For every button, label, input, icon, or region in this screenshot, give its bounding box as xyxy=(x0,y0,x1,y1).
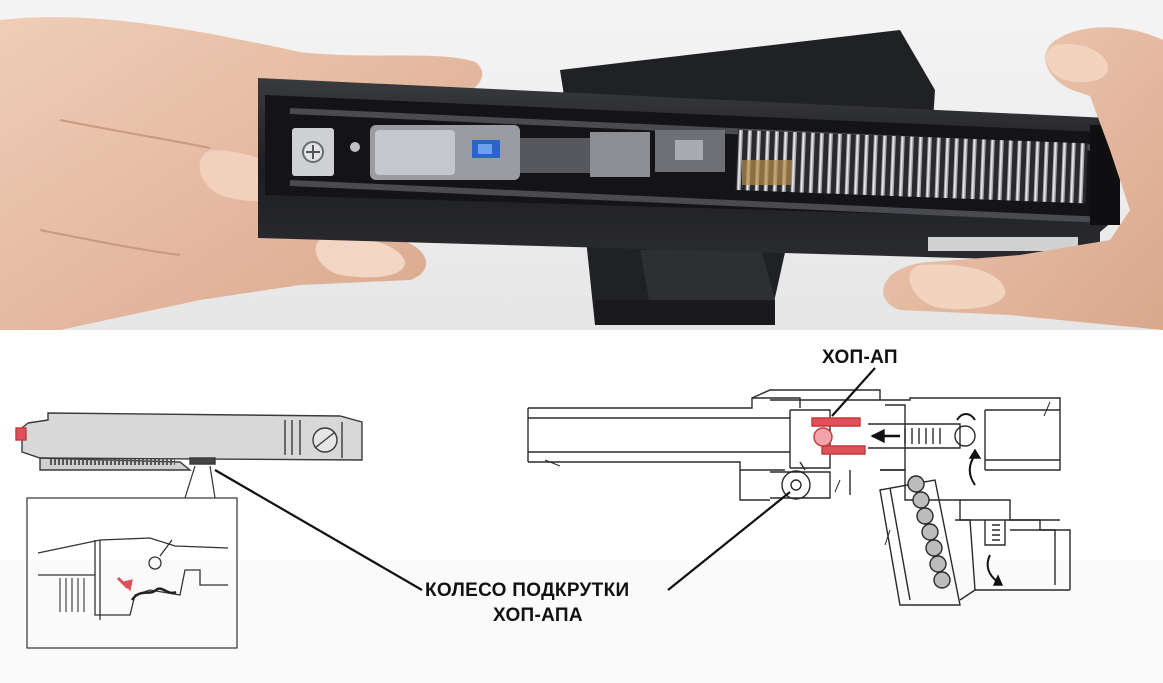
label-pointers xyxy=(214,367,876,591)
slide-photo xyxy=(0,0,1163,330)
hopup-wheel-label-line1: КОЛЕСО ПОДКРУТКИ xyxy=(425,580,630,601)
hopup-wheel-label-line2: ХОП-АПА xyxy=(493,605,583,626)
hopup-mechanism-cutaway xyxy=(527,389,1071,606)
hopup-label: ХОП-АП xyxy=(822,347,898,368)
schematic-panel xyxy=(0,330,1163,683)
pistol-slide xyxy=(258,78,1120,262)
right-hand xyxy=(883,27,1163,330)
hopup-wheel-detail xyxy=(37,537,229,620)
slide-side-view xyxy=(15,412,363,471)
zoom-callout xyxy=(26,465,238,649)
